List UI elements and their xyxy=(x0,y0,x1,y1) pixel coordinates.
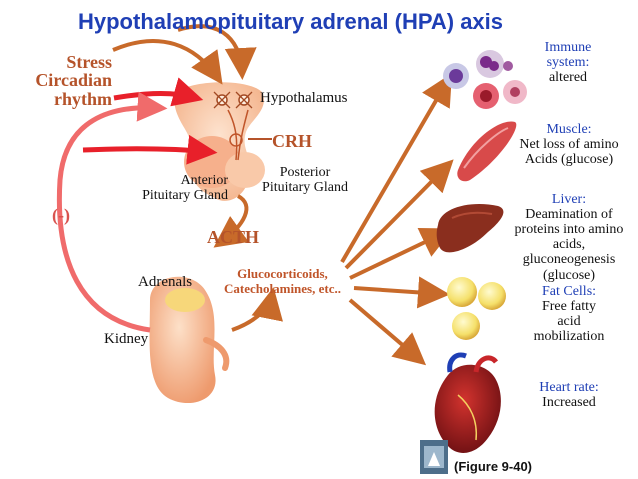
liver-target: Liver: Deamination of proteins into amin… xyxy=(500,192,638,283)
muscle-target: Muscle: Net loss of amino Acids (glucose… xyxy=(500,122,638,167)
negative-feedback-label: (-) xyxy=(52,205,70,225)
negative-feedback-loop xyxy=(56,91,168,333)
heart-icon xyxy=(434,352,501,453)
hormones-line: Glucocorticoids, xyxy=(237,266,328,281)
stress-circadian-label: Stress Circadian rhythm xyxy=(14,53,112,108)
target-detail: mobilization xyxy=(533,329,605,345)
anterior-pituitary-label: Anterior Pituitary Gland xyxy=(118,173,228,204)
stress-label-line: rhythm xyxy=(54,88,112,109)
figure-reference: (Figure 9-40) xyxy=(454,459,533,474)
fat-cells-target: Fat Cells: Free fatty acid mobilization xyxy=(500,284,638,344)
target-detail: altered xyxy=(548,70,588,86)
stress-label-line: Circadian xyxy=(35,70,112,91)
stress-label-line: Stress xyxy=(66,52,112,72)
target-detail: gluconeogenesis xyxy=(522,252,616,268)
target-detail: Acids (glucose) xyxy=(524,152,614,168)
figure-thumbnail-icon xyxy=(420,440,448,474)
target-heading: Immune xyxy=(544,40,592,55)
circadian-arrow xyxy=(113,77,204,107)
target-heading: system: xyxy=(546,55,590,71)
kidney-illustration xyxy=(149,276,230,404)
target-detail: Deamination of xyxy=(525,207,613,223)
heart-rate-target: Heart rate: Increased xyxy=(500,380,638,410)
immune-target: Immune system: altered xyxy=(504,40,632,85)
kidney-label: Kidney xyxy=(104,331,149,347)
target-detail: Increased xyxy=(542,395,596,411)
muscle-icon xyxy=(457,121,517,182)
anterior-arrow xyxy=(82,134,218,165)
crh-label: CRH xyxy=(272,131,312,151)
posterior-line: Posterior xyxy=(279,165,331,180)
target-detail: (glucose) xyxy=(542,267,596,283)
posterior-line: Pituitary Gland xyxy=(262,180,348,196)
adrenals-label: Adrenals xyxy=(138,274,193,290)
fat-cells-icon xyxy=(447,277,506,340)
posterior-pituitary-label: Posterior Pituitary Gland xyxy=(250,165,360,196)
hormone-arrow xyxy=(231,287,283,332)
page-title: Hypothalamopituitary adrenal (HPA) axis xyxy=(78,9,504,34)
target-heading: Liver: xyxy=(551,192,587,207)
acth-arrow xyxy=(213,194,249,248)
liver-icon xyxy=(436,204,504,253)
stress-arrow-1 xyxy=(112,39,223,85)
target-detail: proteins into amino xyxy=(514,222,624,238)
target-detail: acids, xyxy=(552,237,586,253)
acth-label: ACTH xyxy=(207,227,260,247)
hypothalamus-label: Hypothalamus xyxy=(260,90,348,106)
target-heading: Heart rate: xyxy=(539,380,599,395)
target-detail: acid xyxy=(557,314,581,330)
target-heading: Muscle: xyxy=(546,122,592,137)
hormones-line: Catecholamines, etc.. xyxy=(224,280,341,296)
immune-cells-icon xyxy=(443,50,527,109)
hormones-label: Glucocorticoids, Catecholamines, etc.. xyxy=(205,266,360,297)
stress-arrow-2 xyxy=(177,24,257,80)
adrenal-gland xyxy=(165,288,205,312)
target-detail: Net loss of amino xyxy=(519,137,619,153)
target-heading: Fat Cells: xyxy=(541,284,597,299)
target-detail: Free fatty xyxy=(541,299,597,315)
target-arrows xyxy=(340,73,454,366)
anterior-line: Pituitary Gland xyxy=(142,188,228,204)
anterior-line: Anterior xyxy=(180,173,228,188)
